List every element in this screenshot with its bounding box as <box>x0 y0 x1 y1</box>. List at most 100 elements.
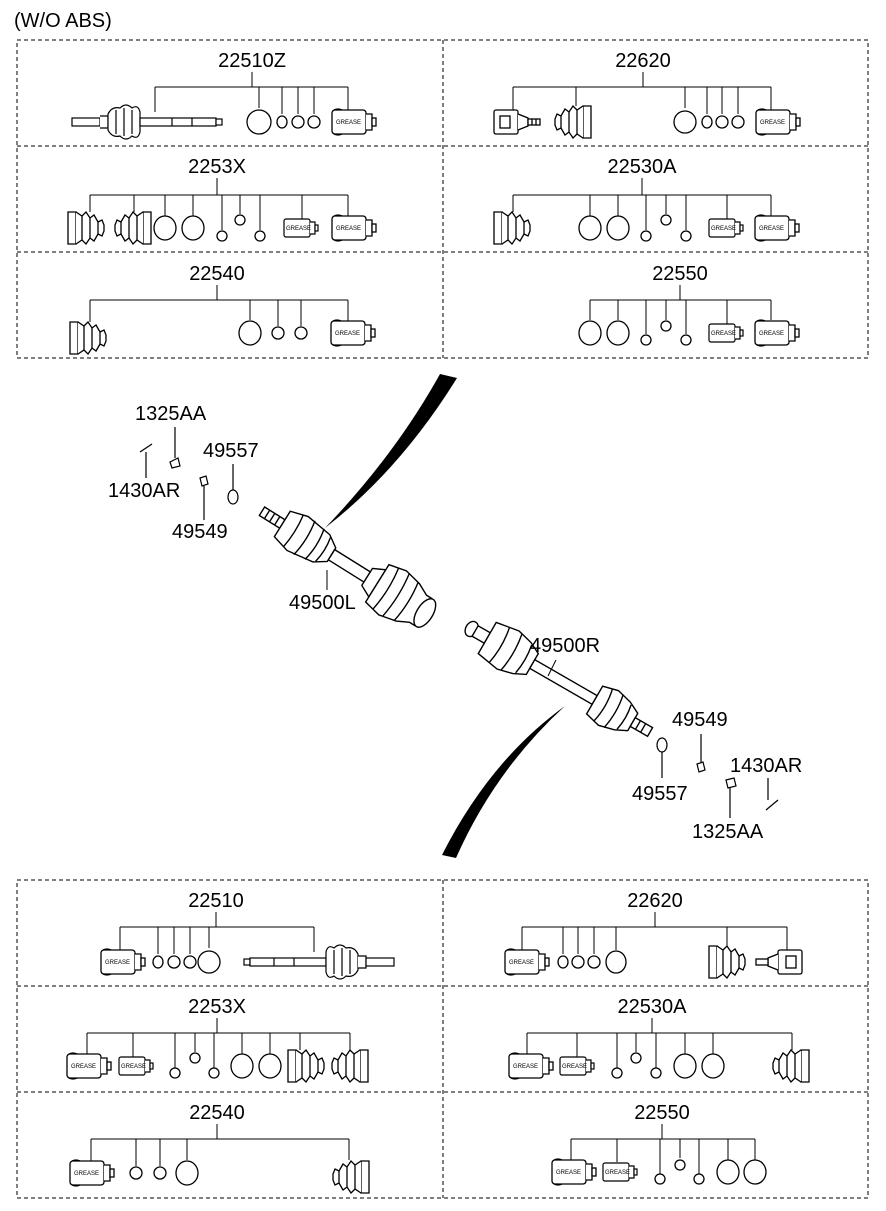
callout-left-small-nut: 49549 <box>172 521 228 543</box>
leader-lines <box>89 285 349 326</box>
kit-2253x-bottom: 2253X GREASE GREASE <box>66 996 369 1083</box>
bottom-kit-table <box>16 879 869 1199</box>
ring-large-icon <box>673 1053 697 1079</box>
kit-code: 2253X <box>188 156 246 178</box>
kit-22540: 22540 GREASE <box>69 263 376 355</box>
boot-icon <box>708 945 746 979</box>
clip-icon <box>254 230 266 242</box>
grease-pack-icon: GREASE <box>69 1159 115 1187</box>
kit-22510z: 22510Z GREASE <box>71 50 377 140</box>
svg-text:GREASE: GREASE <box>711 226 736 232</box>
svg-text:GREASE: GREASE <box>556 1170 581 1176</box>
kit-code: 22550 <box>634 1102 690 1124</box>
clip-icon <box>680 230 692 242</box>
ring-small-icon <box>715 115 729 129</box>
callout-right-washer: 49557 <box>632 783 688 805</box>
grease-pack-icon: GREASE <box>504 948 550 976</box>
ring-large-icon <box>701 1053 725 1079</box>
grease-pack-icon: GREASE <box>551 1158 597 1186</box>
clip-icon <box>189 1052 201 1064</box>
hex-nut-icon <box>725 777 737 789</box>
svg-text:GREASE: GREASE <box>335 331 360 337</box>
leader-lines <box>90 1124 350 1166</box>
clip-icon <box>680 334 692 346</box>
boot-icon <box>331 1049 369 1083</box>
ring-small-icon <box>571 955 585 969</box>
ring-large-icon <box>716 1159 740 1185</box>
ring-small-icon <box>271 326 285 340</box>
ring-small-icon <box>307 115 321 129</box>
leader-lines <box>154 72 349 114</box>
ring-small-icon <box>183 955 197 969</box>
clip-icon <box>611 1067 623 1079</box>
kit-code: 22620 <box>615 50 671 72</box>
boot-icon <box>114 211 152 245</box>
pointer-wedge-lower <box>442 706 565 858</box>
ring-small-icon <box>731 115 745 129</box>
grease-pack-icon: GREASE <box>508 1052 554 1080</box>
kit-2253x: 2253X GREASE GREASE <box>67 156 377 245</box>
ring-small-icon <box>294 326 308 340</box>
svg-text:GREASE: GREASE <box>759 226 784 232</box>
kit-code: 22510 <box>188 890 244 912</box>
driveshaft-left <box>258 506 437 628</box>
clip-icon <box>208 1067 220 1079</box>
grease-pack-icon: GREASE <box>331 214 377 242</box>
left-hardware <box>139 427 239 520</box>
ring-large-icon <box>606 320 630 346</box>
ring-large-icon <box>258 1053 282 1079</box>
kit-22620-bottom: 22620 GREASE <box>504 890 803 979</box>
ring-large-icon <box>181 215 205 241</box>
grease-pack-icon: GREASE <box>754 214 800 242</box>
svg-text:GREASE: GREASE <box>105 960 130 966</box>
clip-icon <box>654 1173 666 1185</box>
grease-pack-small-icon: GREASE <box>602 1162 638 1182</box>
boot-icon <box>67 211 105 245</box>
callout-right-shaft: 49500R <box>530 635 600 657</box>
svg-text:GREASE: GREASE <box>509 960 534 966</box>
clip-icon <box>660 320 672 332</box>
kit-22620: 22620 GREASE <box>493 50 801 139</box>
grease-pack-small-icon: GREASE <box>283 218 319 238</box>
driveshaft-assembly-icon <box>243 944 395 980</box>
kit-code: 22540 <box>189 1102 245 1124</box>
svg-text:GREASE: GREASE <box>759 331 784 337</box>
grease-pack-small-icon: GREASE <box>559 1056 595 1076</box>
leader-lines <box>589 285 772 334</box>
hex-nut-icon <box>169 457 181 469</box>
header-note: (W/O ABS) <box>14 10 112 32</box>
kit-code: 22620 <box>627 890 683 912</box>
ring-small-icon <box>291 115 305 129</box>
kit-22540-bottom: 22540 GREASE <box>69 1102 370 1194</box>
ring-large-icon <box>605 950 627 974</box>
clip-icon <box>701 115 713 129</box>
callout-left-pin: 1430AR <box>108 480 180 502</box>
svg-text:GREASE: GREASE <box>336 120 361 126</box>
boot-icon <box>332 1160 370 1194</box>
clip-icon <box>276 115 288 129</box>
svg-text:GREASE: GREASE <box>121 1064 146 1070</box>
clip-icon <box>234 214 246 226</box>
callout-right-pin: 1430AR <box>730 755 802 777</box>
clip-icon <box>216 230 228 242</box>
boot-icon <box>69 321 107 355</box>
svg-text:GREASE: GREASE <box>605 1170 630 1176</box>
kit-code: 22550 <box>652 263 708 285</box>
clip-icon <box>640 230 652 242</box>
cv-joint-housing-icon <box>755 949 803 975</box>
svg-text:GREASE: GREASE <box>513 1064 538 1070</box>
clip-icon <box>650 1067 662 1079</box>
grease-pack-icon: GREASE <box>754 319 800 347</box>
washer-icon <box>227 489 239 505</box>
ring-large-icon <box>246 109 272 135</box>
ring-large-icon <box>153 215 177 241</box>
top-kit-table <box>16 39 869 359</box>
kit-code: 22540 <box>189 263 245 285</box>
grease-pack-icon: GREASE <box>100 948 146 976</box>
ring-small-icon <box>167 955 181 969</box>
grease-pack-icon: GREASE <box>66 1052 112 1080</box>
svg-text:GREASE: GREASE <box>74 1171 99 1177</box>
clip-icon <box>693 1173 705 1185</box>
small-nut-icon <box>696 761 706 773</box>
